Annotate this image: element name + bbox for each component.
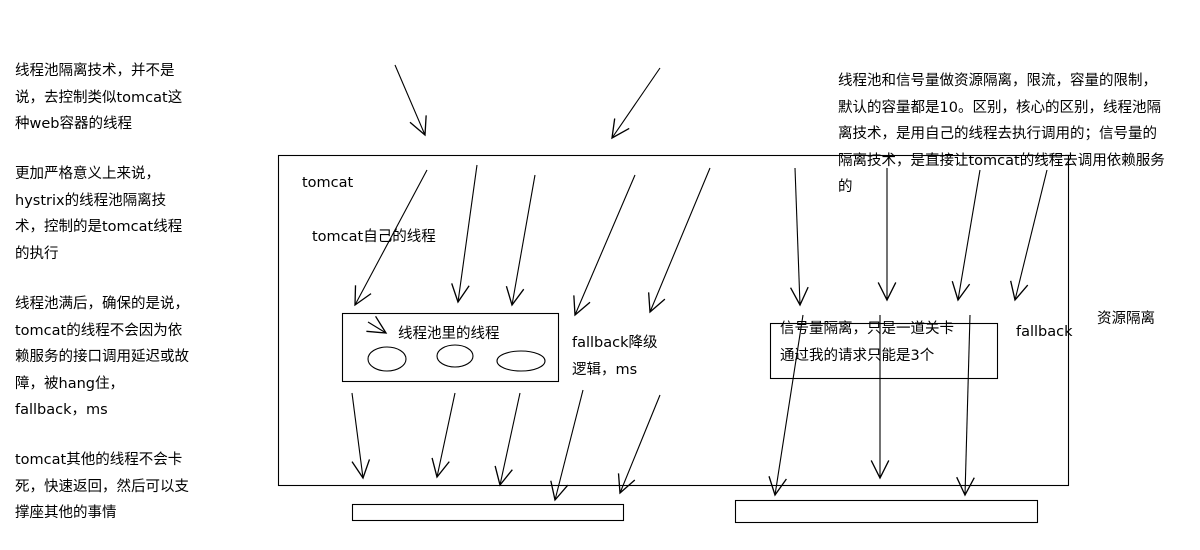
note-thread-pool-isolation: 线程池隔离技术，并不是 说，去控制类似tomcat这 种web容器的线程 (15, 63, 183, 132)
tomcat-label: tomcat (302, 175, 354, 191)
tomcat-threads-label: tomcat自己的线程 (312, 229, 436, 245)
semaphore-label: 信号量隔离，只是一道关卡 通过我的请求只能是3个 (780, 321, 954, 364)
semaphore-box (769, 322, 999, 380)
thread-ellipse (367, 346, 407, 372)
thread-ellipse (436, 344, 474, 368)
note-resource-isolation: 线程池和信号量做资源隔离，限流，容量的限制， 默认的容量都是10。区别，核心的区… (838, 73, 1165, 195)
dependency-box-right (734, 499, 1039, 524)
tomcat-box (277, 154, 1070, 487)
fallback-right-label: fallback (1016, 324, 1073, 340)
thread-pool-label: 线程池里的线程 (398, 326, 500, 342)
thread-pool-box (341, 312, 560, 383)
note-other-threads: tomcat其他的线程不会卡 死，快速返回，然后可以支 撑座其他的事情 (15, 452, 189, 521)
thread-ellipse (496, 350, 546, 372)
note-pool-full: 线程池满后，确保的是说， tomcat的线程不会因为依 赖服务的接口调用延迟或故… (15, 296, 189, 418)
resource-isolation-label: 资源隔离 (1097, 311, 1155, 327)
arrows (351, 64, 1048, 502)
note-hystrix-control: 更加严格意义上来说， hystrix的线程池隔离技 术，控制的是tomcat线程… (15, 166, 183, 262)
fallback-left-label: fallback降级 逻辑，ms (572, 335, 658, 378)
dependency-box-left (351, 503, 625, 522)
